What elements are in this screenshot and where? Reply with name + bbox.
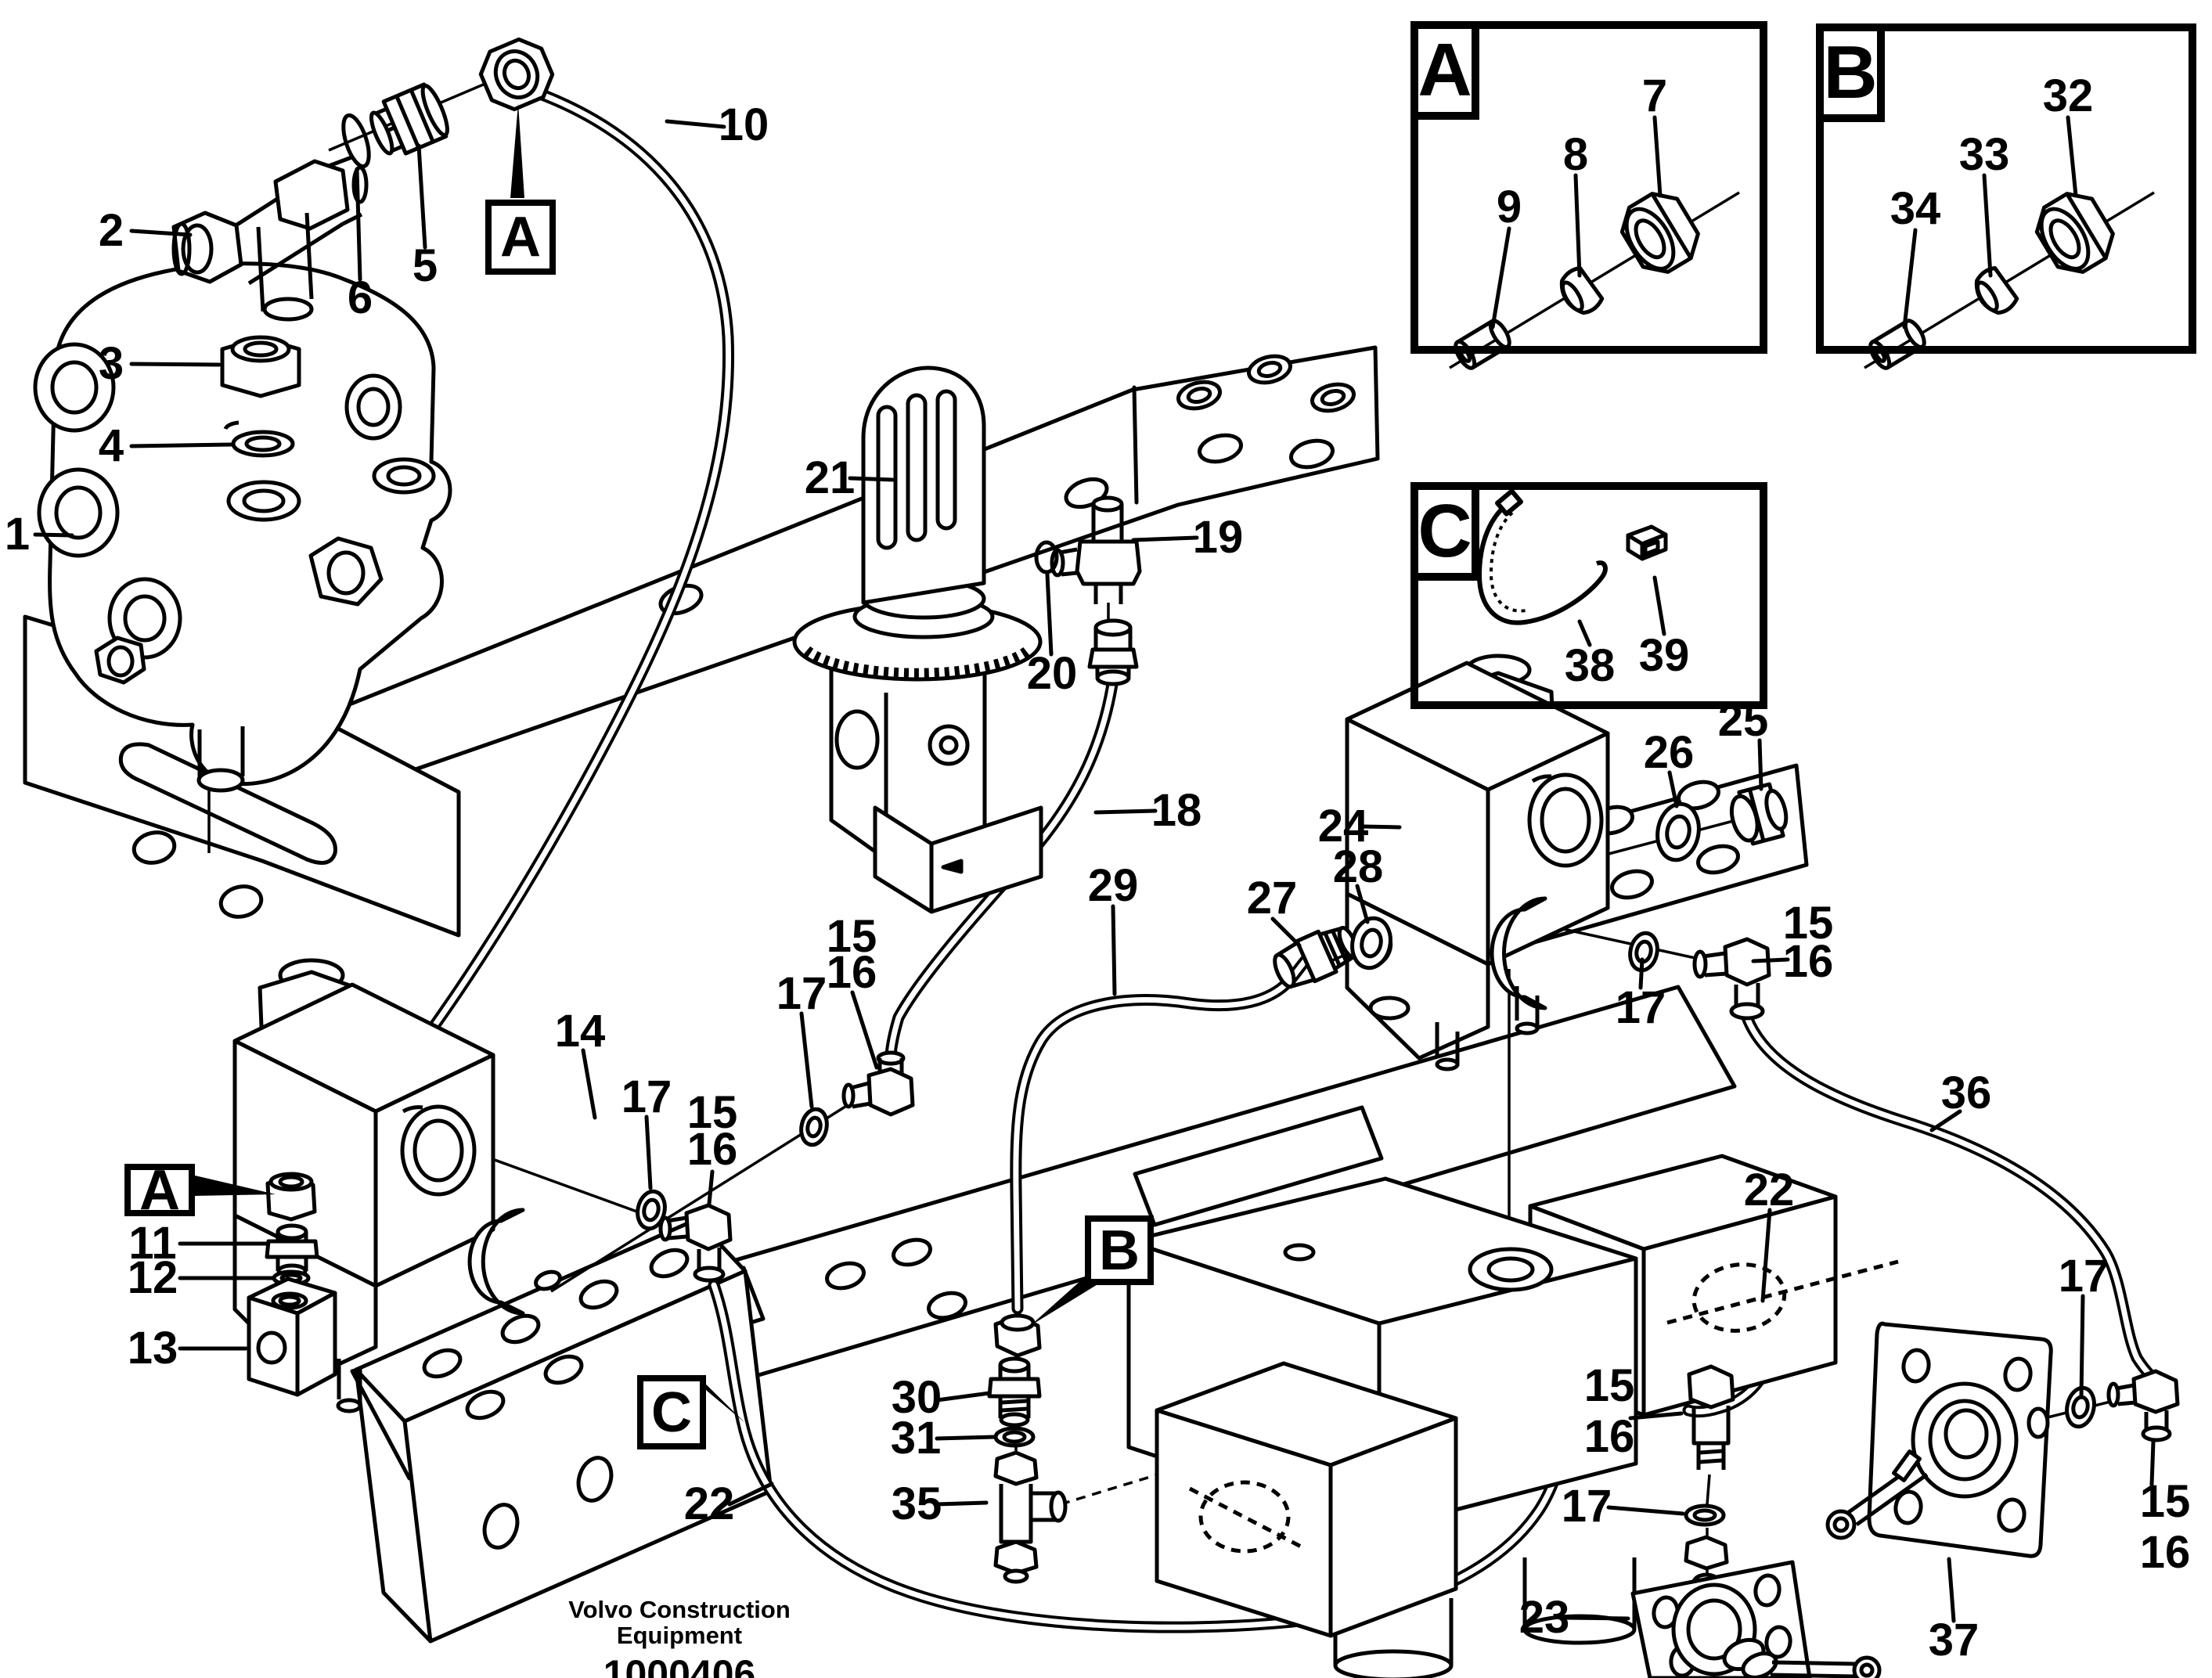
clip-39 (1626, 524, 1668, 561)
callout-21: 21 (804, 452, 856, 503)
inset-b-parts (1864, 191, 2155, 370)
ref-box-c: C (637, 1375, 706, 1449)
callout-20: 20 (1026, 648, 1078, 699)
solenoid-valve-24 (1273, 654, 1789, 1071)
valve-block-assembly (1126, 1154, 1899, 1678)
callout-39: 39 (1638, 630, 1690, 681)
tee-35 (993, 1450, 1068, 1584)
callout-24: 24 (1317, 801, 1369, 852)
callout-12: 12 (127, 1252, 178, 1303)
callout-37: 37 (1928, 1615, 1980, 1665)
callout-15: 15 (686, 1087, 738, 1138)
callout-14: 14 (554, 1006, 606, 1057)
callout-15: 15 (1583, 1360, 1635, 1411)
elbow-e-switch-37 (1825, 1321, 2180, 1558)
ref-box-b: B (1085, 1215, 1154, 1285)
callout-13: 13 (127, 1323, 178, 1374)
ref-box-a: A (485, 200, 556, 275)
callout-19: 19 (1192, 512, 1244, 563)
callout-16: 16 (1782, 936, 1834, 987)
ref-pointers (195, 103, 1099, 1423)
callout-16: 16 (1583, 1411, 1635, 1462)
callout-17: 17 (776, 968, 827, 1019)
fitting-stack-30-31-35 (987, 1313, 1068, 1584)
olive-33 (1974, 266, 2019, 315)
drawing-footer: Volvo Construction Equipment 1000406 (523, 1597, 836, 1678)
callout-35: 35 (891, 1478, 942, 1529)
callout-22: 22 (683, 1478, 735, 1529)
callout-30: 30 (891, 1372, 942, 1423)
leader-lines (33, 115, 2156, 1623)
callout-11: 11 (128, 1218, 177, 1269)
callout-27: 27 (1246, 873, 1298, 924)
callout-9: 9 (1496, 182, 1522, 232)
block-13 (247, 1277, 337, 1397)
nut-32 (2034, 192, 2115, 274)
olive-8 (1559, 266, 1605, 315)
callout-15: 15 (2139, 1476, 2191, 1527)
callout-34: 34 (1890, 183, 1941, 234)
fitting-stack-11-12-13 (247, 1172, 337, 1397)
inset-panel-a: A (1410, 21, 1767, 354)
nut-7 (1619, 192, 1700, 274)
pressure-regulator-21 (792, 365, 1043, 914)
callout-6: 6 (347, 272, 373, 323)
callout-15: 15 (826, 911, 877, 962)
protection-valve-1 (33, 261, 452, 793)
callout-17: 17 (1561, 1481, 1612, 1532)
callout-26: 26 (1643, 727, 1695, 778)
elbow-15-16-b (799, 1050, 915, 1147)
callout-38: 38 (1564, 640, 1616, 691)
callout-4: 4 (98, 420, 124, 471)
callout-17: 17 (2058, 1251, 2109, 1302)
cable-tie-38 (1477, 505, 1608, 625)
tee-fitting-2-assembly (171, 37, 555, 458)
callout-16: 16 (686, 1124, 738, 1175)
elbow-d-switch-23 (1630, 1364, 1882, 1678)
callout-5: 5 (412, 240, 438, 291)
callout-16: 16 (826, 947, 877, 998)
callout-15: 15 (1782, 898, 1834, 949)
inset-tab-a: A (1410, 21, 1479, 120)
inset-panel-b: B (1816, 23, 2196, 354)
callout-3: 3 (98, 338, 124, 389)
callout-32: 32 (2042, 70, 2094, 121)
nipple-30 (987, 1356, 1042, 1428)
tee-19-assembly (1034, 495, 1142, 686)
callout-29: 29 (1087, 860, 1139, 911)
inset-c-parts (1477, 488, 1668, 625)
elbow-15-16-a (636, 1189, 733, 1283)
callout-8: 8 (1562, 129, 1589, 180)
callout-1: 1 (4, 509, 31, 560)
brand-name: Volvo Construction Equipment (568, 1596, 791, 1649)
callout-10: 10 (718, 99, 769, 150)
callout-28: 28 (1332, 841, 1384, 892)
callout-25: 25 (1717, 695, 1769, 746)
callout-33: 33 (1958, 129, 2010, 180)
callout-31: 31 (890, 1413, 942, 1464)
callout-17: 17 (1615, 982, 1666, 1033)
callout-17: 17 (621, 1071, 672, 1122)
nipple-11 (265, 1223, 319, 1279)
callout-36: 36 (1940, 1068, 1992, 1118)
figure-number: 1000406 (603, 1652, 756, 1678)
callout-2: 2 (98, 205, 124, 256)
ref-box-a: A (124, 1159, 195, 1222)
inset-tab-b: B (1816, 23, 1885, 122)
callout-23: 23 (1518, 1592, 1570, 1643)
callout-7: 7 (1641, 70, 1668, 121)
inset-tab-c: C (1410, 482, 1479, 581)
callout-22: 22 (1743, 1165, 1795, 1215)
callout-16: 16 (2139, 1527, 2191, 1578)
callout-18: 18 (1151, 785, 1202, 836)
inset-panel-c: C (1410, 482, 1767, 709)
